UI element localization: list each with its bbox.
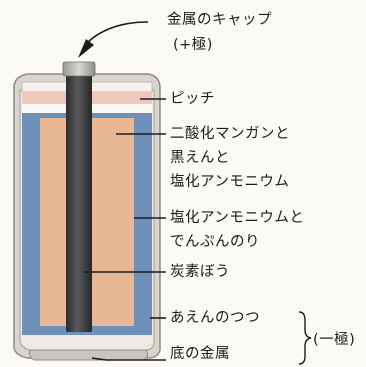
label-manganese-line1: 二酸化マンガンと [170, 126, 290, 142]
label-positive-terminal: (+極) [173, 37, 213, 53]
label-pitch: ピッチ [170, 91, 215, 107]
bottom-metal-plate [29, 349, 149, 361]
label-zinc-can: あえんのつつ [170, 310, 260, 326]
label-paste-line1: 塩化アンモニウムと [170, 210, 305, 226]
label-negative-terminal: (一極) [313, 332, 356, 348]
label-metal-cap: 金属のキャップ [167, 12, 272, 28]
leader-bottom [91, 357, 166, 361]
label-manganese-line3: 塩化アンモニウム [170, 174, 290, 190]
label-paste-line2: でんぷんのり [170, 234, 260, 250]
bottom-gap [22, 335, 152, 343]
label-carbon-rod: 炭素ぼう [170, 264, 230, 280]
minus-brace [298, 311, 312, 365]
leader-cap [87, 21, 149, 43]
metal-cap [62, 61, 96, 77]
label-manganese-line2: 黒えんと [170, 150, 230, 166]
label-bottom-metal: 底の金属 [170, 346, 230, 362]
carbon-rod [66, 72, 92, 332]
leader-lines [78, 21, 312, 365]
leader-cap-arrowhead [78, 39, 94, 58]
